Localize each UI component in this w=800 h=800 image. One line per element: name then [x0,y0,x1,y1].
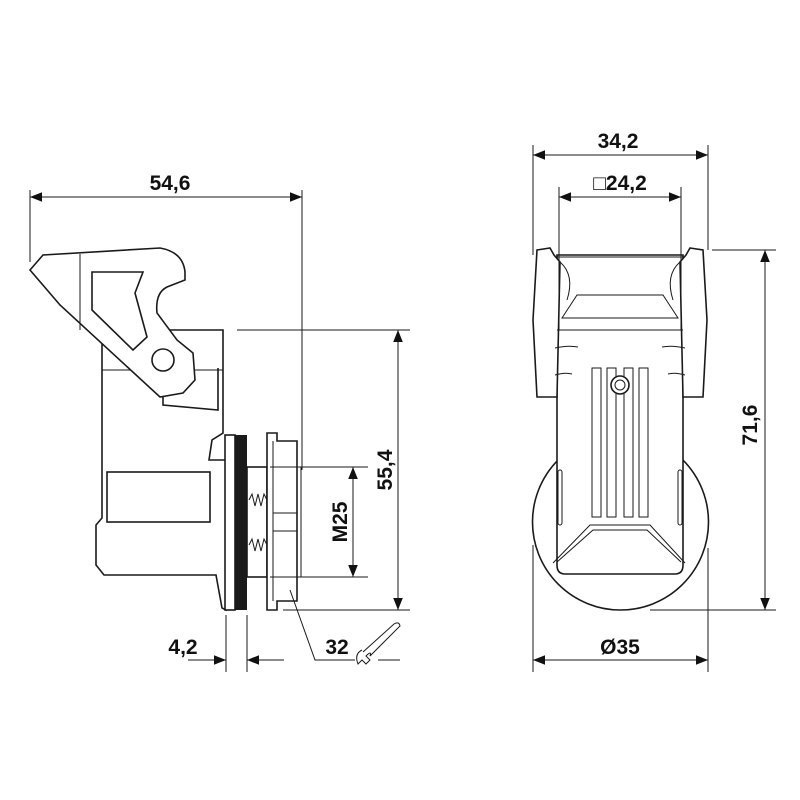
dim-flange: 4,2 [168,636,197,659]
dim-length: 54,6 [150,172,191,195]
spring-icon [248,492,268,507]
dim-thread: M25 [329,501,352,542]
lever-pin-front [610,375,630,395]
lever-ear-right [679,247,708,398]
side-view: 54,6 55,4 M25 4,2 32 [28,172,410,672]
lever-pin [151,348,175,372]
lever-window [91,271,148,352]
spring-icon [248,537,268,552]
locking-lever [28,247,196,398]
seal [235,435,247,610]
label-area [106,471,211,523]
housing-front [556,254,684,575]
dim-width: 34,2 [598,130,639,153]
dim-wrench: 32 [325,636,348,659]
housing-body [95,329,227,612]
wrench-icon [356,622,401,665]
lock-nut [266,432,298,611]
mounting-plate [224,434,236,611]
dim-height: 55,4 [374,449,397,490]
front-view: 34,2 □24,2 71,6 Ø35 [531,130,776,672]
dim-diameter: Ø35 [600,636,640,659]
dim-height-front: 71,6 [739,405,762,446]
dim-square-cutout: □24,2 [593,172,647,195]
